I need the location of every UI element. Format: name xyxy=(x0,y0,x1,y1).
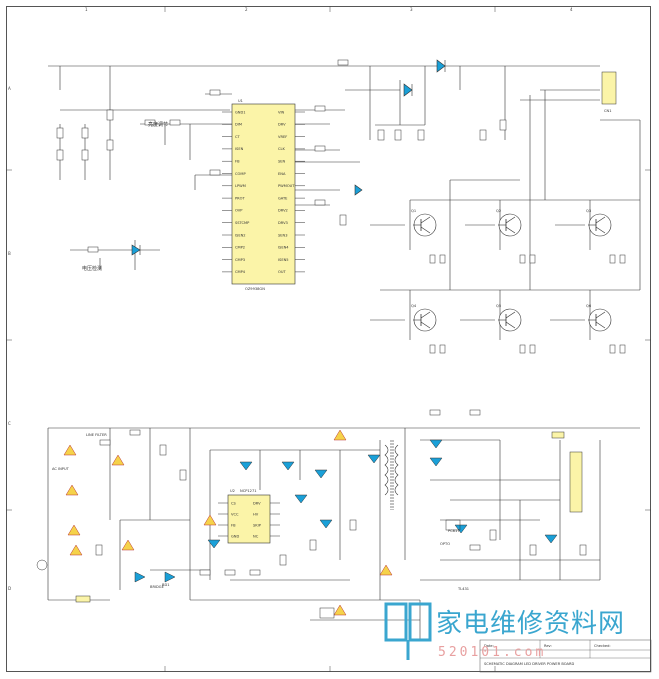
brightness-label: 亮度调节 xyxy=(148,121,168,128)
power-ic-pin-left: FB xyxy=(231,523,236,527)
ic-main-pin-left: CMP4 xyxy=(235,270,246,274)
transistor-q5: Q5 xyxy=(496,304,522,332)
ic-main-pin-left: OVP xyxy=(235,209,243,213)
warning-triangles xyxy=(63,429,393,616)
ruler-top-4: 4 xyxy=(570,7,573,12)
ic-main-pin-left: SSTCMP xyxy=(235,221,250,225)
ic-main-pin-left: ISEN2 xyxy=(235,233,246,237)
ic-main-pin-left: LPWM xyxy=(235,184,246,188)
transistor-label: Q2 xyxy=(496,209,501,213)
ic-main-pin-left: PROT xyxy=(235,196,245,200)
power-ic-pin-right: DRV xyxy=(253,501,261,505)
top-connector: CN1 xyxy=(601,71,617,113)
ruler-side-d: D xyxy=(8,586,11,591)
bottom-label: AC INPUT xyxy=(52,467,70,471)
ic-main-pin-right: DRV3 xyxy=(278,221,288,225)
transistor-q2: Q2 xyxy=(496,209,522,237)
transistor-label: Q5 xyxy=(496,304,501,308)
power-ic-part: NCP1271 xyxy=(240,489,257,493)
bottom-label: BRIDGE xyxy=(150,585,165,589)
ic-main-pin-right: PWMOUT xyxy=(278,184,295,188)
watermark-url: 520101.com xyxy=(438,645,546,660)
ic-main-pin-left: GND1 xyxy=(235,110,246,114)
transistor-q3: Q3 xyxy=(586,209,612,237)
power-ic-pin-left: GND xyxy=(231,534,239,538)
transistor-q4: Q4 xyxy=(411,304,437,332)
bottom-label: LINE FILTER xyxy=(86,433,107,437)
power-ic-pin-right: SKIP xyxy=(253,523,262,527)
ruler-top-3: 3 xyxy=(410,7,413,12)
ic-main-pin-left: FB xyxy=(235,160,240,164)
ruler-top-2: 2 xyxy=(245,7,248,12)
title-rev: Rev: xyxy=(544,644,552,648)
bottom-label: PC817 xyxy=(448,529,460,533)
title-date: Date: xyxy=(484,644,494,648)
ic-main-pin-right: VREF xyxy=(278,135,287,139)
ic-main-pin-right: DRV xyxy=(278,123,286,127)
ic-main-part: OZ9938GN xyxy=(245,287,265,291)
transistor-label: Q6 xyxy=(586,304,592,308)
output-connector xyxy=(551,431,583,513)
power-ic-ref: U2 xyxy=(230,489,235,493)
top-passives xyxy=(56,59,626,354)
ruler-side-c: C xyxy=(8,421,11,426)
ruler-top-1: 1 xyxy=(85,7,88,12)
power-ic-pin-left: VCC xyxy=(231,512,239,516)
ic-main-pin-left: DIM xyxy=(235,123,242,127)
transistor-q1: Q1 xyxy=(411,209,437,237)
power-ic-pin-right: NC xyxy=(253,534,259,538)
ic-main-pin-right: DRV2 xyxy=(278,209,288,213)
ic-main-pin-right: GATE xyxy=(278,196,288,200)
ic-main-pin-left: COMP xyxy=(235,172,246,176)
top-diodes xyxy=(131,59,446,256)
ic-main-pin-right: SEN3 xyxy=(278,233,288,237)
ic-main-pin-right: ISEN4 xyxy=(278,246,289,250)
top-section-wiring xyxy=(48,65,641,340)
ic-main-pin-right: CLK xyxy=(278,147,286,151)
voltage-detect-label: 电压检测 xyxy=(82,265,102,272)
ic-main-pin-right: ISEN5 xyxy=(278,258,289,262)
transistor-label: Q3 xyxy=(586,209,591,213)
bottom-passives xyxy=(95,409,587,576)
ic-main-pin-left: CMP2 xyxy=(235,246,245,250)
title-checked: Checked: xyxy=(594,644,611,648)
ruler-side-b: B xyxy=(8,251,11,256)
ic-main-pin-left: CMP3 xyxy=(235,258,245,262)
transistor-label: Q1 xyxy=(411,209,416,213)
ic-main-pin-right: SEN xyxy=(278,160,286,164)
bottom-label: TL431 xyxy=(457,587,469,591)
ruler-side-a: A xyxy=(8,86,11,91)
bottom-label: BD1 xyxy=(162,583,170,587)
power-ic: U2 NCP1271 CS VCC FB GND DRV HV SKIP NC xyxy=(218,489,280,544)
ic-main-pin-right: VIN xyxy=(278,110,285,114)
ic-main-pin-left: ISEN xyxy=(235,147,244,151)
watermark-text: 家电维修资料网 xyxy=(436,609,625,639)
watermark: 家电维修资料网 520101.com xyxy=(384,602,625,660)
power-ic-pin-right: HV xyxy=(253,512,259,516)
schematic-frame xyxy=(6,6,651,672)
bottom-small-parts xyxy=(36,519,461,619)
transformer xyxy=(384,440,399,510)
title-description: SCHEMATIC DIAGRAM LED DRIVER POWER BOARD xyxy=(484,662,574,666)
transistor-label: Q4 xyxy=(411,304,417,308)
title-block: Date: Rev: Checked: SCHEMATIC DIAGRAM LE… xyxy=(479,639,652,673)
ic-main-ref: U1 xyxy=(238,99,243,103)
ic-main-pin-right: OUT xyxy=(278,270,286,274)
transistor-q6: Q6 xyxy=(586,304,612,332)
ic-main-pin-right: ENA xyxy=(278,172,286,176)
top-connector-label: CN1 xyxy=(604,109,611,113)
bottom-label: OPTO xyxy=(440,542,450,546)
power-ic-pin-left: CS xyxy=(231,501,237,505)
bottom-diodes xyxy=(134,439,558,583)
ic-main-pin-left: CT xyxy=(235,135,241,139)
